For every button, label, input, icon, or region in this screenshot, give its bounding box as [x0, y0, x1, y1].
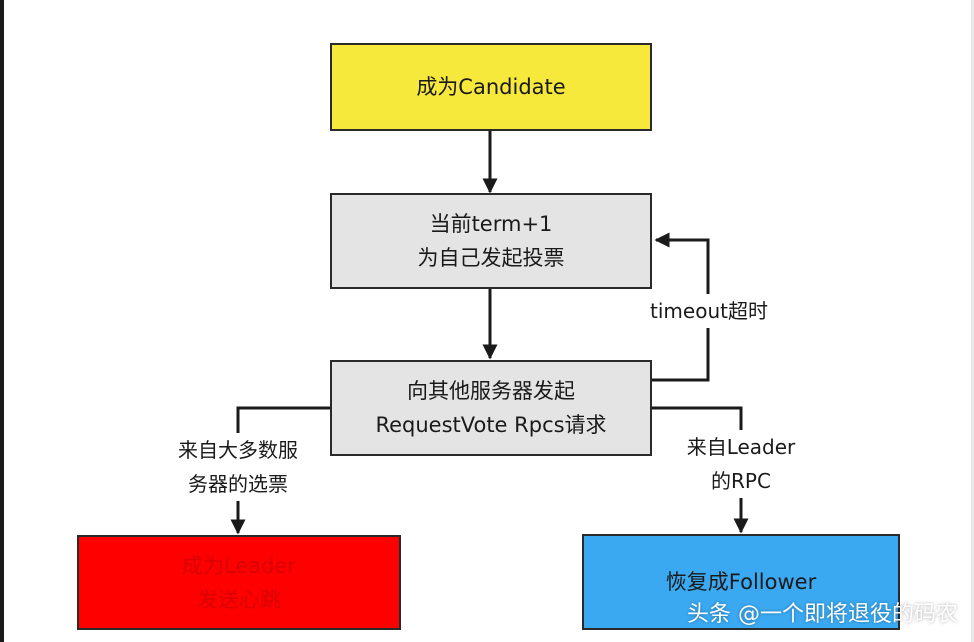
majority-votes-line2: 务器的选票: [188, 472, 288, 496]
request-vote-box: 向其他服务器发起 RequestVote Rpcs请求: [330, 360, 652, 456]
increment-term-box: 当前term+1 为自己发起投票: [330, 193, 652, 289]
become-leader-box: 成为Leader 发送心跳: [77, 535, 401, 630]
increment-term-line1: 当前term+1: [429, 212, 553, 236]
watermark-text: 头条 @一个即将退役的码农: [687, 602, 958, 627]
timeout-label: timeout超时: [636, 294, 782, 328]
left-border-rule: [0, 0, 4, 642]
increment-term-line2: 为自己发起投票: [417, 246, 565, 270]
request-vote-line2: RequestVote Rpcs请求: [375, 413, 607, 437]
become-leader-line1: 成为Leader: [181, 553, 296, 578]
become-candidate-box: 成为Candidate: [330, 43, 652, 131]
majority-votes-label: 来自大多数服 务器的选票: [162, 433, 314, 501]
request-vote-line1: 向其他服务器发起: [407, 379, 575, 403]
revert-follower-box: 恢复成Follower: [582, 534, 900, 630]
right-border-rule: [971, 0, 974, 642]
leader-rpc-label: 来自Leader 的RPC: [672, 430, 810, 498]
leader-rpc-line1: 来自Leader: [686, 435, 796, 459]
become-leader-line2: 发送心跳: [197, 587, 281, 612]
revert-follower-text: 恢复成Follower: [665, 570, 817, 594]
majority-votes-line1: 来自大多数服: [178, 438, 298, 462]
become-candidate-text: 成为Candidate: [416, 75, 566, 99]
leader-rpc-line2: 的RPC: [711, 469, 771, 493]
